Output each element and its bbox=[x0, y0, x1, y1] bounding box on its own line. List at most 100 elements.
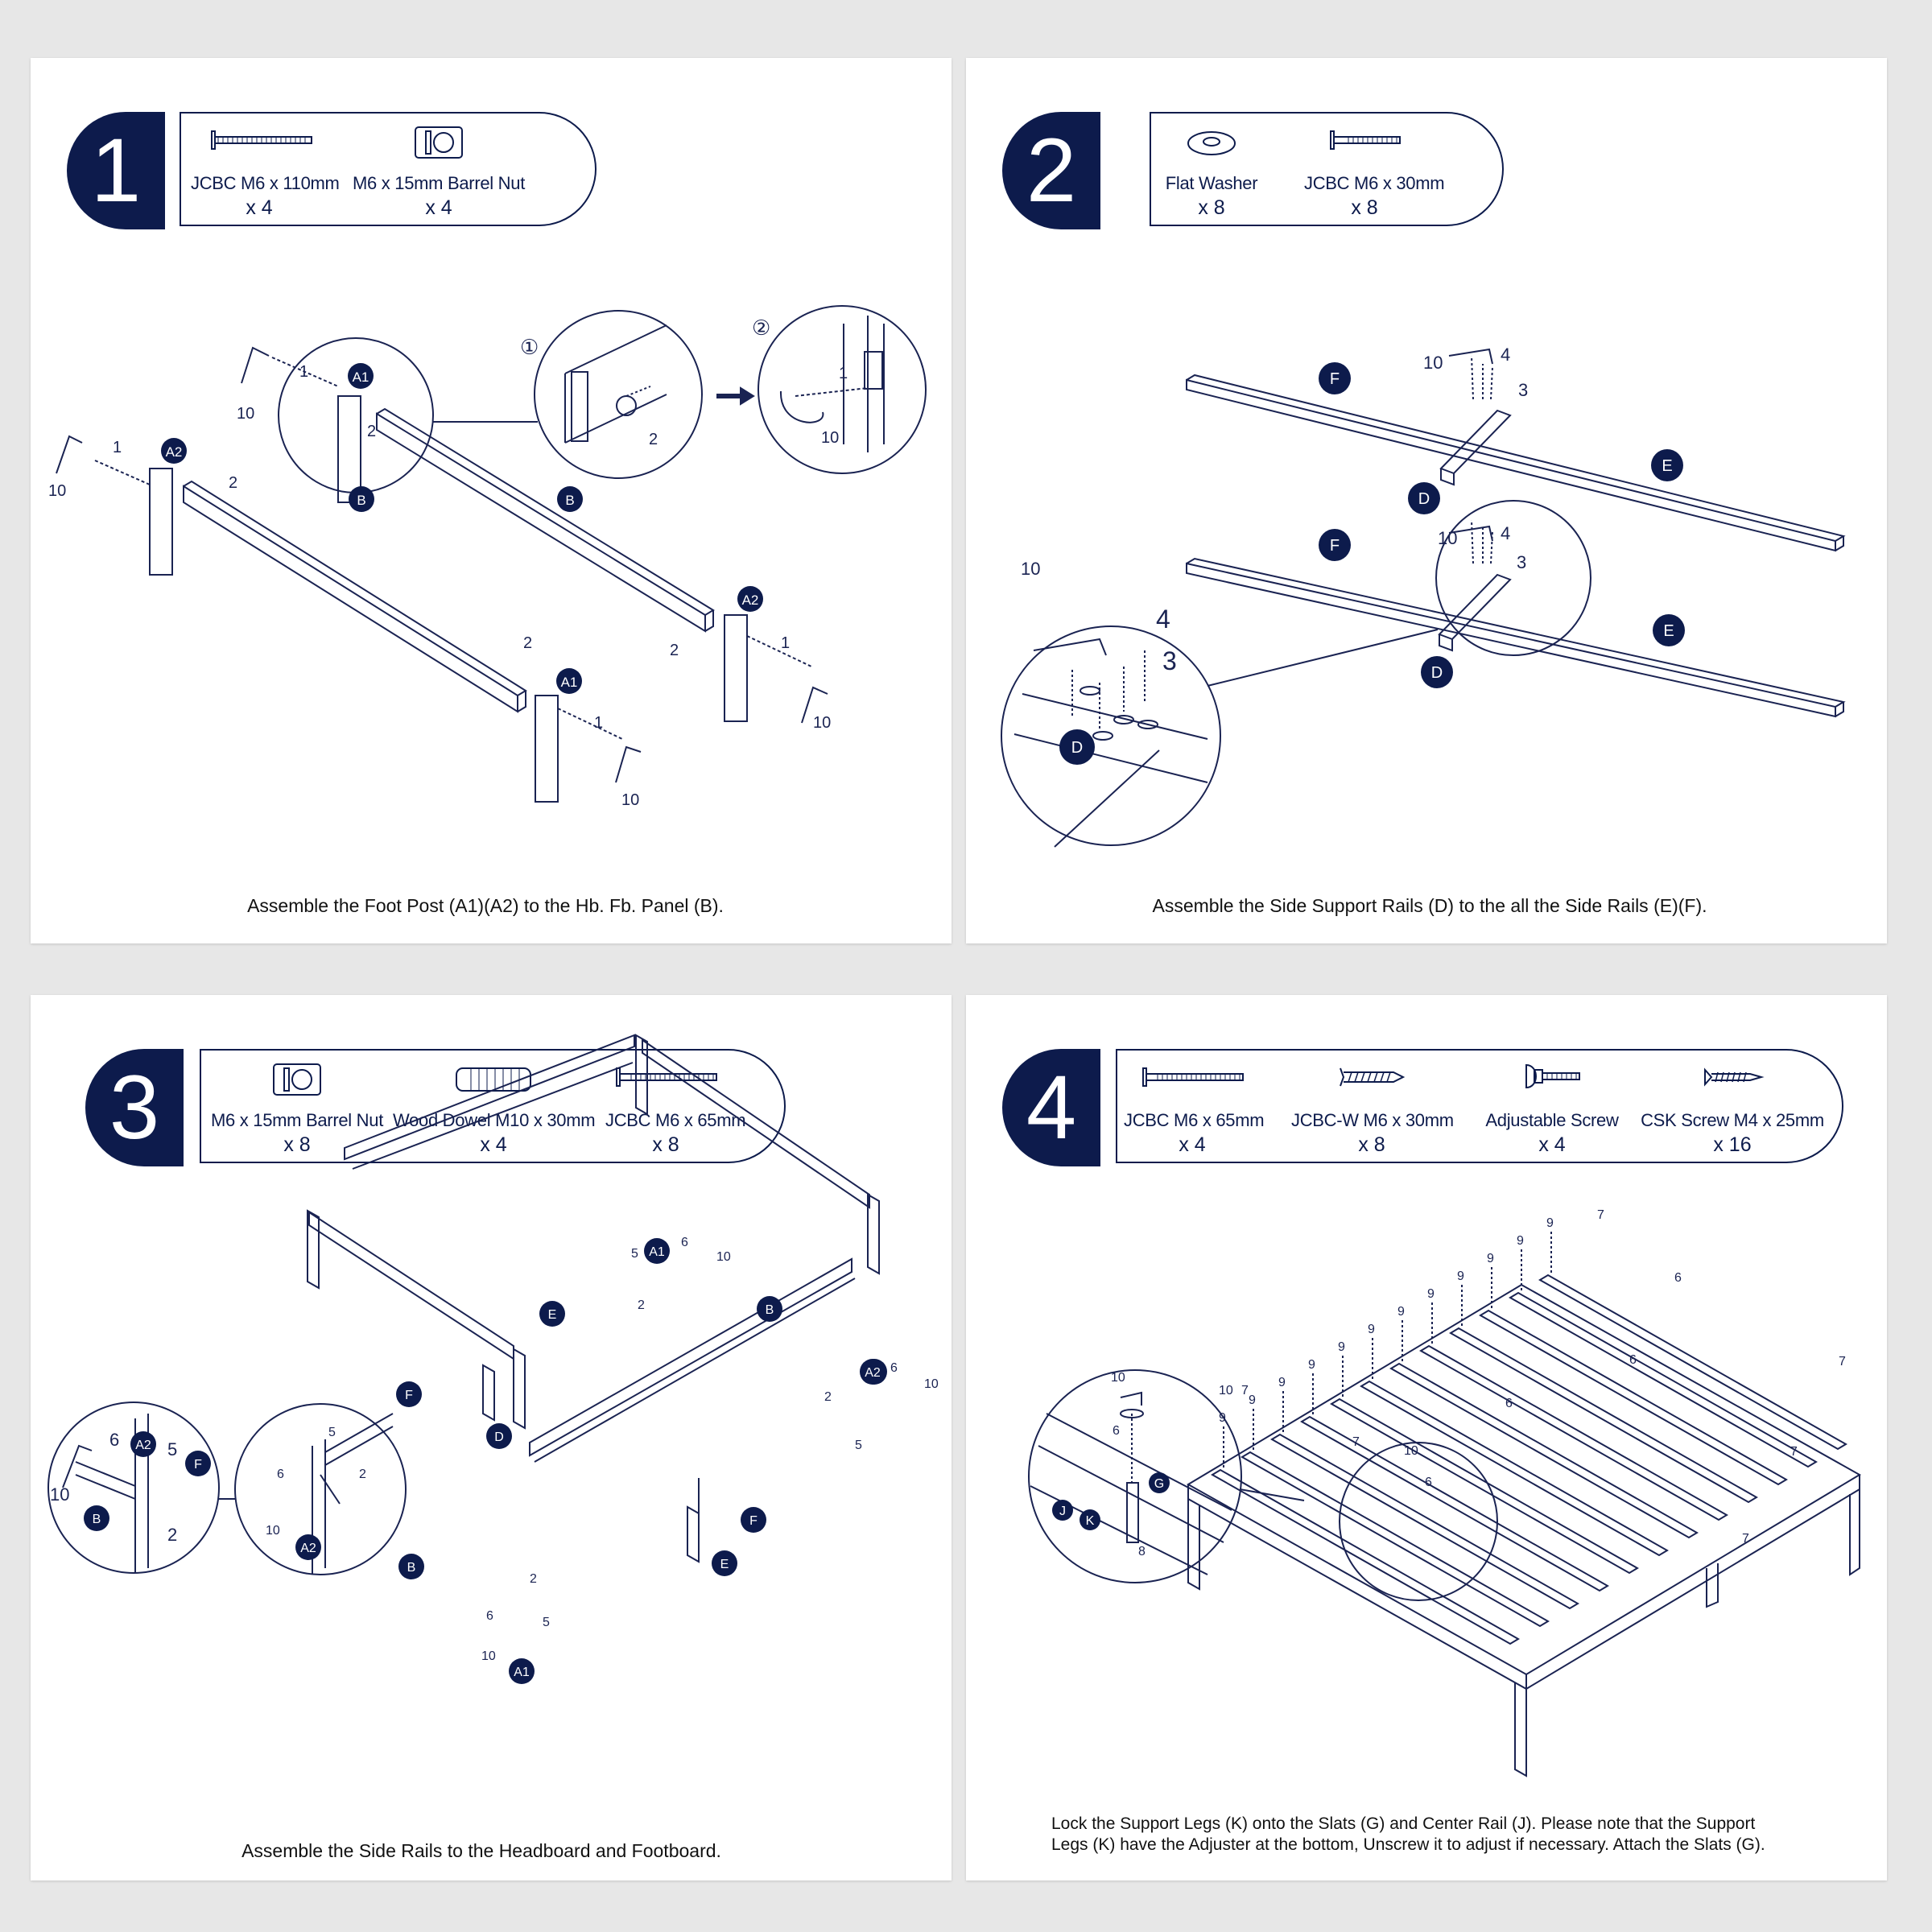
detail-circle bbox=[234, 1403, 407, 1575]
label-d: D bbox=[1431, 664, 1443, 682]
label-f: F bbox=[1330, 537, 1340, 555]
allen-key-icon bbox=[615, 745, 642, 783]
callout-number: 4 bbox=[1501, 523, 1510, 543]
detail-circle bbox=[47, 1402, 220, 1574]
label-d: D bbox=[1071, 739, 1083, 757]
sub-step-marker: ① bbox=[520, 335, 539, 359]
callout-number: 5 bbox=[543, 1616, 550, 1629]
label-d: D bbox=[494, 1430, 504, 1444]
slat bbox=[1330, 1397, 1639, 1575]
support-leg bbox=[482, 1364, 495, 1422]
detail-circle bbox=[1435, 500, 1591, 656]
parts-list: M6 x 15mm Barrel Nut x 8 Wood Dowel M10 … bbox=[200, 1049, 786, 1163]
post-a1-front bbox=[513, 1348, 526, 1430]
side-rail-back bbox=[344, 1034, 635, 1170]
callout-number: 5 bbox=[328, 1426, 336, 1439]
bolt-line bbox=[94, 460, 151, 485]
callout-number: 4 bbox=[1501, 345, 1510, 365]
allen-key-icon bbox=[1448, 525, 1493, 542]
foot-post-a2-left bbox=[149, 468, 173, 576]
label-e: E bbox=[548, 1308, 557, 1322]
callout-number: 4 bbox=[1156, 605, 1170, 634]
bed-leg bbox=[1706, 1563, 1719, 1608]
label-b: B bbox=[407, 1561, 416, 1575]
callout-number: 9 bbox=[1338, 1340, 1345, 1354]
long-bolt-icon bbox=[211, 130, 312, 150]
slat bbox=[1449, 1327, 1758, 1504]
callout-number: 1 bbox=[113, 439, 122, 456]
long-bolt-icon bbox=[616, 1067, 717, 1087]
callout-number: 10 bbox=[1219, 1384, 1233, 1397]
detail-circle bbox=[534, 310, 703, 479]
callout-number: 5 bbox=[855, 1439, 862, 1452]
step-1-panel: 1 JCBC M6 x 110mm x 4 M6 x 15mm Barrel N… bbox=[31, 58, 952, 943]
callout-number: 2 bbox=[229, 474, 237, 492]
callout-number: 1 bbox=[594, 714, 603, 732]
bed-leg bbox=[1187, 1499, 1200, 1591]
callout-number: 10 bbox=[266, 1524, 280, 1538]
part-name: JCBC M6 x 65mm bbox=[1124, 1110, 1265, 1130]
allen-key-icon bbox=[1033, 638, 1107, 656]
label-d: D bbox=[1418, 490, 1430, 508]
callout-number: 7 bbox=[1597, 1208, 1604, 1222]
barrel-nut-icon bbox=[415, 126, 463, 159]
part-quantity: x 4 bbox=[425, 196, 452, 219]
part-quantity: x 4 bbox=[1179, 1133, 1206, 1156]
label-a2: A2 bbox=[865, 1366, 881, 1380]
sub-step-marker: ② bbox=[752, 316, 770, 340]
callout-number: 2 bbox=[367, 423, 376, 440]
step-2-diagram: F E D F E D D 10 10 10 4 3 4 3 4 3 bbox=[1001, 345, 1846, 848]
part-name: JCBC M6 x 65mm bbox=[605, 1110, 746, 1130]
slat bbox=[1479, 1309, 1788, 1486]
step-caption: Assemble the Side Support Rails (D) to t… bbox=[1152, 895, 1707, 916]
part-quantity: x 8 bbox=[1198, 196, 1225, 219]
parts-list: Flat Washer x 8 JCBC M6 x 30mm x 8 bbox=[1150, 112, 1504, 226]
callout-number: 2 bbox=[167, 1525, 177, 1545]
arrow-head-icon bbox=[740, 386, 755, 406]
allen-key-icon bbox=[320, 1474, 341, 1505]
callout-number: 3 bbox=[1162, 646, 1177, 675]
detail-circle bbox=[1028, 1369, 1242, 1583]
slat bbox=[1419, 1344, 1728, 1521]
part-quantity: x 8 bbox=[652, 1133, 679, 1156]
step-number-badge: 4 bbox=[1002, 1049, 1100, 1166]
footboard-rail bbox=[308, 1211, 514, 1360]
label-a1: A1 bbox=[561, 675, 578, 690]
callout-number: 5 bbox=[631, 1247, 638, 1261]
parts-list: JCBC M6 x 65mm x 4 JCBC-W M6 x 30mm x 8 … bbox=[1116, 1049, 1843, 1163]
foot-post-a1-front bbox=[535, 695, 559, 803]
callout-number: 10 bbox=[716, 1250, 731, 1264]
label-b: B bbox=[93, 1513, 101, 1526]
callout-number: 9 bbox=[1278, 1376, 1286, 1389]
bolt-line bbox=[271, 357, 339, 387]
callout-number: 2 bbox=[530, 1572, 537, 1586]
short-bolt-icon bbox=[1330, 130, 1401, 150]
callout-number: 3 bbox=[1517, 552, 1526, 572]
callout-number: 7 bbox=[1241, 1384, 1249, 1397]
detail-circle bbox=[1001, 625, 1221, 846]
callout-number: 6 bbox=[486, 1609, 493, 1623]
callout-number: 2 bbox=[523, 634, 532, 652]
post-a2-back bbox=[867, 1193, 880, 1275]
part-quantity: x 4 bbox=[1538, 1133, 1566, 1156]
slat bbox=[1270, 1433, 1579, 1610]
slat bbox=[1211, 1468, 1520, 1645]
label-a1: A1 bbox=[514, 1666, 530, 1679]
label-f: F bbox=[194, 1458, 202, 1472]
joint-detail bbox=[75, 1414, 149, 1573]
label-e: E bbox=[1662, 457, 1672, 475]
label-a1: A1 bbox=[353, 369, 369, 385]
side-support-rail bbox=[1438, 573, 1512, 652]
callout-number: 9 bbox=[1308, 1358, 1315, 1372]
callout-number: 10 bbox=[1021, 559, 1040, 579]
part-quantity: x 16 bbox=[1713, 1133, 1752, 1156]
csk-screw-icon bbox=[1704, 1067, 1765, 1087]
slat bbox=[1509, 1291, 1818, 1468]
label-e: E bbox=[1663, 622, 1674, 640]
part-name: CSK Screw M4 x 25mm bbox=[1641, 1110, 1824, 1130]
part-quantity: x 4 bbox=[480, 1133, 507, 1156]
bed-leg bbox=[1514, 1682, 1527, 1777]
label-b: B bbox=[357, 493, 365, 508]
post-a1-back bbox=[635, 1034, 648, 1116]
rotate-arrow-icon bbox=[779, 390, 824, 423]
